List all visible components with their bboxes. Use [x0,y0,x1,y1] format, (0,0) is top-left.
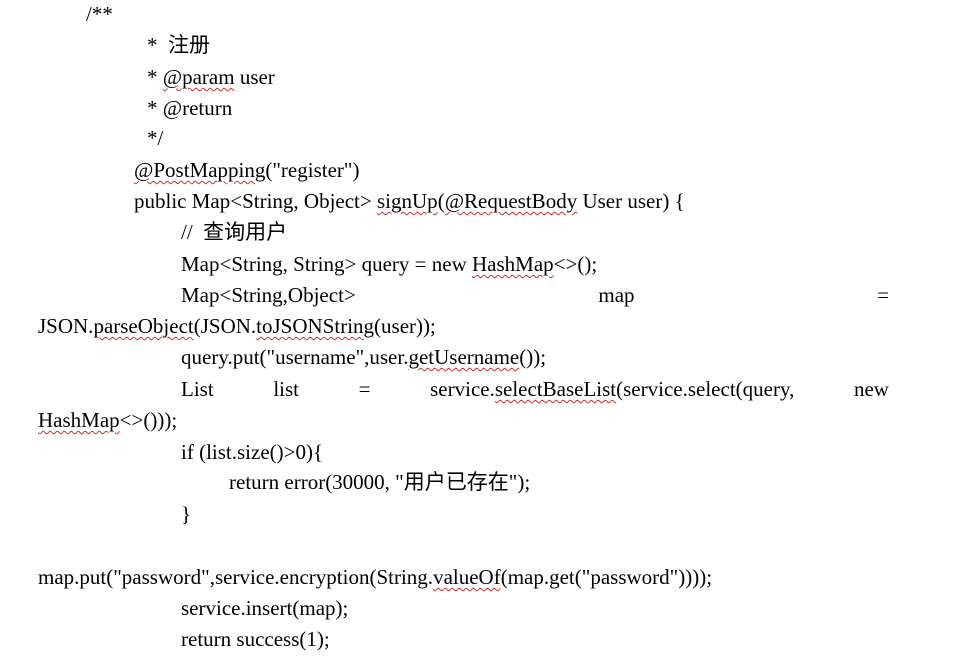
pw-end: (map.get("password")))); [500,565,713,589]
list-call-suffix: (service.select(query, [616,377,795,401]
comment-param-line: * @param user [147,65,275,89]
return-error-line: return error(30000, "用户已存在"); [229,470,531,494]
method-signature-line: public Map<String, Object> signUp(@Reque… [134,189,685,213]
map-cont-mid: (JSON. [193,314,257,338]
signature-prefix: public Map<String, Object> [134,189,377,213]
signature-method-name: signUp [377,189,438,213]
list-name: list [273,377,299,401]
signature-annotation: @RequestBody [444,189,578,213]
map-cont-end: (user)); [374,314,436,338]
list-declaration-line: List list = service.selectBaseList(service.… [181,377,889,401]
signature-paren: ( [437,189,445,213]
map-decl-name: map [598,283,635,307]
query-declaration-line: Map<String, String> query = new HashMap<… [181,252,597,276]
insert-line: service.insert(map); [181,596,349,620]
map-decl-equals: = [877,283,889,307]
param-tag: @param [162,65,235,89]
list-equals: = [358,377,371,401]
comment-open: /** [86,2,113,26]
list-type: List [181,377,214,401]
map-decl-type: Map<String,Object> [181,283,356,307]
put-method: getUsername [408,345,520,369]
map-cont-parse: parseObject [93,314,194,338]
pw-method: valueOf [433,565,501,589]
query-decl-class: HashMap [472,252,554,276]
annotation-line: @PostMapping("register") [134,158,359,182]
query-put-line: query.put("username",user.getUsername())… [181,345,546,369]
comment-return-line: * @return [147,96,233,120]
param-name: user [234,65,275,89]
comment-close: */ [147,126,164,150]
query-comment-line: // 查询用户 [181,220,288,244]
put-end: ()); [519,345,547,369]
list-declaration-continuation: HashMap<>())); [38,408,177,432]
map-declaration-line: Map<String,Object> map = [181,283,889,307]
put-prefix: query.put("username",user. [181,345,409,369]
list-new: new [853,377,889,401]
annotation-name: @PostMapping [134,158,266,182]
list-cont-class: HashMap [38,408,120,432]
password-put-line: map.put("password",service.encryption(St… [38,565,712,589]
map-declaration-continuation: JSON.parseObject(JSON.toJSONString(user)… [38,314,436,338]
query-decl-prefix: Map<String, String> query = new [181,252,473,276]
param-star: * [147,65,163,89]
signature-rest: User user) { [577,189,685,213]
if-close-brace: } [181,502,192,526]
comment-title: * 注册 [147,33,210,57]
list-call-prefix: service. [430,377,495,401]
list-call: service.selectBaseList(service.select(qu… [430,377,794,401]
annotation-args: ("register") [265,158,360,182]
pw-prefix: map.put("password",service.encryption(St… [38,565,434,589]
query-decl-suffix: <>(); [553,252,598,276]
list-cont-end: <>())); [119,408,178,432]
return-success-line: return success(1); [181,627,330,651]
if-line: if (list.size()>0){ [181,440,324,464]
map-cont-json: JSON. [38,314,94,338]
list-call-method: selectBaseList [494,377,617,401]
map-cont-tojson: toJSONString [256,314,375,338]
